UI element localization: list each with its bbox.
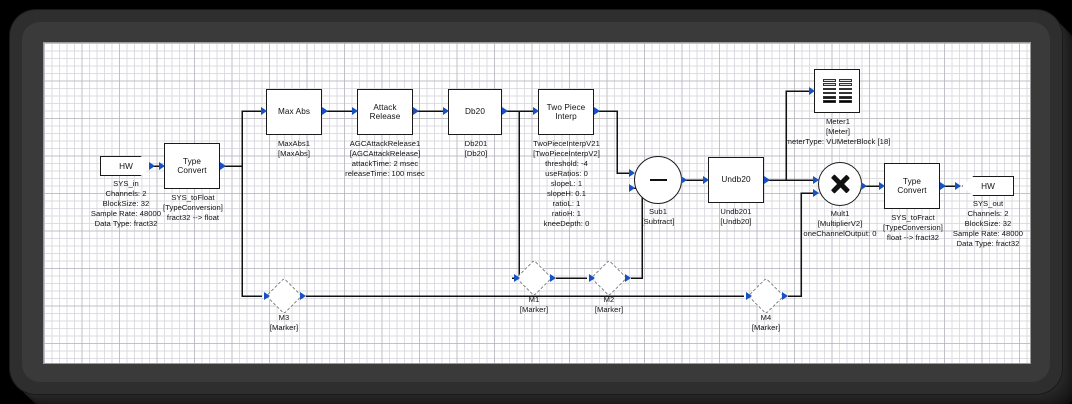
- sys-out-caption: SYS_out Channels: 2 BlockSize: 32 Sample…: [952, 199, 1024, 249]
- sub1-caption: Sub1 [Subtract]: [641, 207, 675, 227]
- two-piece-interp-output-port[interactable]: [594, 107, 600, 115]
- wire-m4-to-mult1: [788, 192, 816, 297]
- wire-tofloat-to-maxabs: [241, 110, 264, 166]
- undb20-output-port[interactable]: [764, 176, 770, 184]
- sys-in-caption: SYS_in Channels: 2 BlockSize: 32 Sample …: [90, 179, 162, 229]
- db20-caption: Db201 [Db20]: [464, 139, 488, 159]
- undb20-caption: Undb201 [Undb20]: [720, 207, 752, 227]
- sys-tofloat-block[interactable]: Type Convert: [164, 143, 220, 189]
- meter1-block[interactable]: [814, 69, 860, 113]
- attack-release-label: Attack Release: [369, 102, 401, 121]
- two-piece-interp-block[interactable]: Two Piece Interp: [538, 89, 594, 135]
- m3-input-port[interactable]: [264, 292, 270, 300]
- m1-input-port[interactable]: [514, 274, 520, 282]
- m1-output-port[interactable]: [550, 274, 556, 282]
- sys-tofract-output-port[interactable]: [940, 182, 946, 190]
- two-piece-interp-caption: TwoPieceInterpV21 [TwoPieceInterpV2] thr…: [533, 139, 600, 229]
- undb20-block[interactable]: Undb20: [708, 157, 764, 203]
- sys-tofract-caption: SYS_toFract [TypeConversion] float --> f…: [883, 213, 943, 243]
- sys-in-output-port[interactable]: [149, 162, 155, 170]
- m4-caption: M4 [Marker]: [751, 313, 781, 333]
- m4-input-port[interactable]: [746, 292, 752, 300]
- sys-out-label: HW: [981, 181, 995, 191]
- minus-icon: [649, 179, 667, 181]
- mult1-output-port[interactable]: [861, 182, 867, 190]
- attack-release-caption: AGCAttackRelease1 [AGCAttackRelease] att…: [345, 139, 425, 179]
- vu-meter-column-left: [822, 79, 836, 103]
- db20-label: Db20: [465, 107, 485, 117]
- sub1-input-port-b[interactable]: [629, 184, 635, 192]
- db20-output-port[interactable]: [502, 107, 508, 115]
- vu-meter-column-right: [838, 79, 852, 103]
- undb20-input-port[interactable]: [703, 176, 709, 184]
- sys-tofract-label: Type Convert: [897, 176, 927, 195]
- meter1-input-port[interactable]: [809, 87, 815, 95]
- sys-tofloat-caption: SYS_toFloat [TypeConversion] fract32 -->…: [163, 193, 223, 223]
- window-frame: HW SYS_in Channels: 2 BlockSize: 32 Samp…: [10, 10, 1062, 394]
- maxabs-caption: MaxAbs1 [MaxAbs]: [277, 139, 311, 159]
- maxabs-block[interactable]: Max Abs: [266, 89, 322, 135]
- multiply-icon: [829, 173, 851, 195]
- sub1-input-port-a[interactable]: [629, 169, 635, 177]
- maxabs-label: Max Abs: [277, 107, 311, 117]
- mult1-input-port-b[interactable]: [813, 189, 819, 197]
- vu-meter-icon: [815, 70, 859, 112]
- sys-tofloat-label: Type Convert: [177, 156, 207, 175]
- sys-out-input-port[interactable]: [955, 182, 961, 190]
- diagram-canvas[interactable]: HW SYS_in Channels: 2 BlockSize: 32 Samp…: [43, 42, 1031, 364]
- m2-input-port[interactable]: [589, 274, 595, 282]
- m2-caption: M2 [Marker]: [594, 295, 624, 315]
- maxabs-output-port[interactable]: [322, 107, 328, 115]
- wire-twopiece-to-sub1: [596, 110, 632, 174]
- sys-tofloat-output-port[interactable]: [220, 162, 226, 170]
- attack-release-input-port[interactable]: [352, 107, 358, 115]
- m3-output-port[interactable]: [300, 292, 306, 300]
- sys-tofloat-input-port[interactable]: [159, 162, 165, 170]
- mult1-block[interactable]: [818, 162, 862, 206]
- sub1-block[interactable]: [634, 156, 682, 204]
- m3-caption: M3 [Marker]: [269, 313, 299, 333]
- m2-output-port[interactable]: [625, 274, 631, 282]
- m1-caption: M1 [Marker]: [519, 295, 549, 315]
- undb20-label: Undb20: [721, 175, 751, 185]
- db20-block[interactable]: Db20: [448, 89, 502, 135]
- attack-release-block[interactable]: Attack Release: [357, 89, 413, 135]
- mult1-input-port-a[interactable]: [813, 176, 819, 184]
- two-piece-interp-input-port[interactable]: [533, 107, 539, 115]
- sys-in-label: HW: [119, 161, 133, 171]
- attack-release-output-port[interactable]: [413, 107, 419, 115]
- wire-m2-to-sub1: [631, 187, 643, 279]
- db20-input-port[interactable]: [443, 107, 449, 115]
- meter1-caption: Meter1 [Meter] meterType: VUMeterBlock […: [785, 117, 891, 147]
- sys-tofract-input-port[interactable]: [879, 182, 885, 190]
- m4-output-port[interactable]: [782, 292, 788, 300]
- two-piece-interp-label: Two Piece Interp: [546, 102, 586, 121]
- mult1-caption: Mult1 [MultiplierV2] oneChannelOutput: 0: [803, 209, 877, 239]
- wire-undb20-to-meter: [785, 90, 812, 180]
- maxabs-input-port[interactable]: [261, 107, 267, 115]
- sub1-output-port[interactable]: [681, 176, 687, 184]
- sys-out-block[interactable]: HW: [962, 176, 1014, 196]
- wire-tofloat-to-m3: [241, 166, 262, 297]
